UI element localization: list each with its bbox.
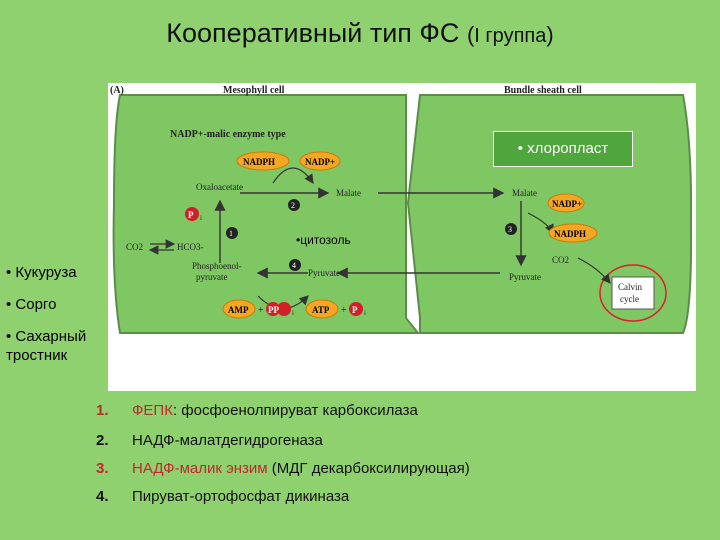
enzyme-item-highlight: НАДФ-малик энзим — [132, 460, 268, 477]
nadp-bs-text: NADP+ — [552, 199, 582, 209]
enzyme-3-num: 3 — [508, 225, 512, 234]
title-group: I группа — [474, 25, 547, 47]
malate-bs-label: Malate — [512, 188, 537, 198]
ppi-text: PP — [268, 305, 279, 315]
atp-badge — [305, 299, 339, 319]
amp-badge — [222, 299, 256, 319]
enzyme-item-num: 3. — [96, 460, 109, 477]
ppi-badge-a — [266, 302, 280, 316]
enzyme-1-num: 1 — [229, 229, 233, 238]
enzyme-4-num: 4 — [292, 261, 296, 270]
pyruvate-label: Pyruvate — [308, 268, 340, 278]
amp-text: AMP — [228, 305, 249, 315]
diagram-panel: (A) Mesophyll cell Bundle sheath cell NA… — [108, 83, 696, 391]
enzyme-item-3: 3. НАДФ-малик энзим (МДГ декарбоксилирующ… — [96, 460, 470, 477]
nadph-badge — [236, 151, 290, 171]
enzyme-item-1: 1. ФЕПК: фосфоенолпируват карбоксилаза — [96, 402, 418, 419]
calvin-label-1: Calvin — [618, 282, 642, 292]
title-paren-open: ( — [466, 22, 475, 47]
enzyme-item-highlight: ФЕПК — [132, 402, 173, 419]
enzyme-item-num: 2. — [96, 432, 109, 449]
enzyme-item-text: НАДФ-малатдегидрогеназа — [132, 432, 323, 449]
enzyme-item-text: : фосфоенолпируват карбоксилаза — [172, 402, 418, 419]
panel-label: (A) — [110, 85, 124, 96]
enzyme-3-marker — [505, 223, 517, 235]
bundle-label: Bundle sheath cell — [504, 85, 582, 96]
title-main: Кооперативный тип ФС — [166, 18, 460, 48]
plant-sugarcane-2: тростник — [6, 347, 68, 364]
enzyme-1-marker — [226, 227, 238, 239]
nadp-badge — [299, 151, 341, 171]
enzyme-item-text: (МДГ декарбоксилирующая) — [267, 460, 470, 477]
enzyme-2-marker — [288, 199, 300, 211]
cytosol-label: •цитозоль — [296, 233, 351, 247]
c4-pathway-diagram: (A) Mesophyll cell Bundle sheath cell NA… — [110, 85, 693, 334]
nadph-text: NADPH — [243, 157, 275, 167]
nadp-bs-badge — [547, 193, 585, 213]
calvin-box — [611, 276, 655, 310]
nadph-bs-text: NADPH — [554, 229, 586, 239]
arrow-nadph-cycle — [272, 167, 314, 184]
enzyme-item-2: 2. НАДФ-малатдегидрогеназа — [96, 432, 323, 449]
plus-2: + — [341, 305, 347, 316]
enzyme-item-4: 4. Пируват-ортофосфат дикиназа — [96, 488, 349, 505]
co2-bs-label: CO2 — [552, 255, 569, 265]
pi2-sub: i — [364, 309, 366, 317]
pyruvate-bs-label: Pyruvate — [509, 272, 541, 282]
co2-label: CO2 — [126, 242, 143, 252]
pep-label-2: pyruvate — [196, 272, 228, 282]
pep-label-1: Phosphoenol- — [192, 261, 242, 271]
ppi-sub: i — [292, 309, 294, 317]
malate-label: Malate — [336, 188, 361, 198]
pi-badge — [185, 207, 199, 221]
calvin-label-2: cycle — [620, 294, 639, 304]
oxaloacetate-label: Oxaloacetate — [196, 182, 243, 192]
title-paren-close: ) — [546, 22, 554, 47]
chloroplast-label: • хлоропласт — [493, 131, 633, 167]
enzyme-item-text: Пируват-ортофосфат дикиназа — [132, 488, 350, 505]
plant-sugarcane: • Сахарный — [6, 328, 87, 345]
pi-sub: i — [200, 214, 202, 222]
enzyme-item-num: 1. — [96, 402, 109, 419]
hco3-label: HCO3- — [177, 242, 204, 252]
calvin-highlight — [599, 264, 667, 322]
plus-1: + — [258, 305, 264, 316]
pi-text: P — [188, 210, 194, 220]
atp-text: ATP — [312, 305, 330, 315]
slide-title: Кооперативный тип ФС (I группа) — [0, 18, 720, 49]
arrow-co2-calvin — [577, 257, 611, 284]
pi2-text: P — [352, 305, 358, 315]
plant-maize: • Кукуруза — [6, 264, 77, 281]
ppi-badge-b — [277, 302, 291, 316]
enzyme-4-marker — [289, 259, 301, 271]
pi2-badge — [349, 302, 363, 316]
enzyme-2-num: 2 — [291, 201, 295, 210]
enzyme-item-num: 4. — [96, 488, 109, 505]
plant-sorghum: • Сорго — [6, 296, 57, 313]
nadp-type-label: NADP+-malic enzyme type — [170, 129, 286, 140]
nadph-bs-badge — [548, 223, 598, 243]
mesophyll-label: Mesophyll cell — [223, 85, 285, 96]
nadp-text: NADP+ — [305, 157, 335, 167]
